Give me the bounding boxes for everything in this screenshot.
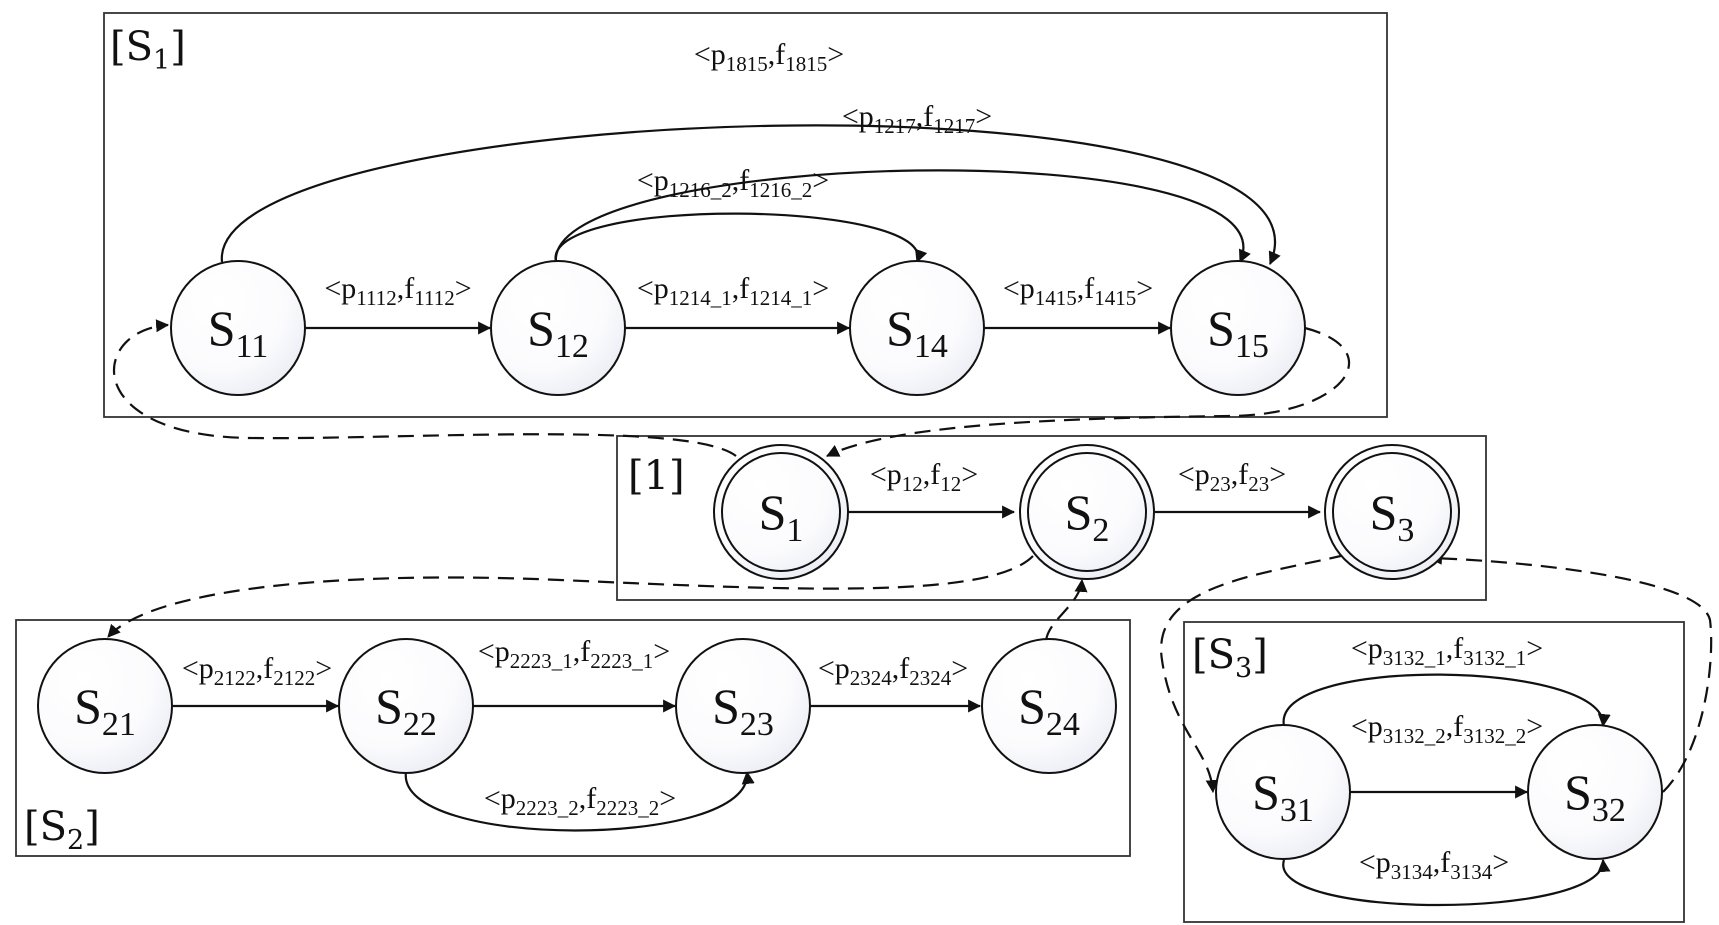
- state-s32: S32: [1527, 724, 1663, 860]
- edge-label-1815: <p1815,f1815>: [694, 38, 844, 76]
- edge-label-1214-1: <p1214_1,f1214_1>: [637, 272, 829, 310]
- state-s11: S11: [170, 260, 306, 396]
- edge-label-1112: <p1112,f1112>: [324, 272, 471, 310]
- state-s22: S22: [338, 638, 474, 774]
- edge-label-12: <p12,f12>: [870, 458, 978, 496]
- edge-label-2223-1: <p2223_1,f2223_1>: [478, 635, 670, 673]
- svg-text:S15: S15: [1207, 300, 1269, 365]
- edge-label-3132-2: <p3132_2,f3132_2>: [1351, 710, 1543, 748]
- state-s2: S2: [1019, 444, 1155, 580]
- edge-label-1217: <p1217,f1217>: [842, 100, 992, 138]
- edge-s22-s23-arc: [404, 770, 755, 832]
- edge-label-1415: <p1415,f1415>: [1003, 272, 1153, 310]
- state-s12: S12: [490, 260, 626, 396]
- dashed-s3-s31: [1160, 553, 1346, 794]
- dashed-s2-s21: [107, 555, 1034, 638]
- edge-label-23: <p23,f23>: [1178, 458, 1286, 496]
- group-label-s3: [S3]: [1192, 632, 1268, 684]
- state-s24: S24: [981, 638, 1117, 774]
- edge-label-2223-2: <p2223_2,f2223_2>: [484, 782, 676, 820]
- state-s1: S1: [713, 444, 849, 580]
- edge-label-2122: <p2122,f2122>: [182, 652, 332, 690]
- group-box-main: [616, 435, 1487, 601]
- group-box-s1: [103, 12, 1388, 418]
- edge-s31-s32-bottom: [1282, 858, 1611, 907]
- svg-text:S3: S3: [1370, 484, 1415, 549]
- dashed-s15-s1: [826, 326, 1351, 457]
- group-label-s2: [S2]: [24, 804, 100, 856]
- state-s14: S14: [849, 260, 985, 396]
- group-label-main: [1]: [628, 453, 685, 499]
- svg-text:S1: S1: [759, 484, 804, 549]
- svg-text:S24: S24: [1018, 678, 1080, 743]
- svg-text:S2: S2: [1065, 484, 1110, 549]
- edge-s12-s14-arc: [554, 212, 928, 264]
- svg-text:S11: S11: [208, 300, 269, 365]
- state-s31: S31: [1215, 724, 1351, 860]
- edge-label-3134: <p3134,f3134>: [1359, 846, 1509, 884]
- edge-s31-s32-top: [1282, 673, 1611, 728]
- svg-text:S32: S32: [1564, 764, 1626, 829]
- svg-text:S31: S31: [1252, 764, 1314, 829]
- svg-text:S22: S22: [375, 678, 437, 743]
- svg-text:S14: S14: [886, 300, 948, 365]
- edge-label-1216-2: <p1216_2,f1216_2>: [637, 164, 829, 202]
- edge-s12-s15: [554, 169, 1251, 263]
- group-box-s2: [15, 619, 1131, 857]
- svg-text:S12: S12: [527, 300, 589, 365]
- group-label-s1: [S1]: [110, 24, 186, 76]
- state-s3: S3: [1324, 444, 1460, 580]
- state-s23: S23: [675, 638, 811, 774]
- svg-text:S21: S21: [74, 678, 136, 743]
- group-box-s3: [1183, 621, 1685, 923]
- state-s21: S21: [37, 638, 173, 774]
- dashed-s24-s2: [1044, 578, 1088, 642]
- edge-label-3132-1: <p3132_1,f3132_1>: [1351, 632, 1543, 670]
- edge-label-2324: <p2324,f2324>: [818, 652, 968, 690]
- edge-s11-s15: [220, 124, 1281, 265]
- state-s15: S15: [1170, 260, 1306, 396]
- svg-text:S23: S23: [712, 678, 774, 743]
